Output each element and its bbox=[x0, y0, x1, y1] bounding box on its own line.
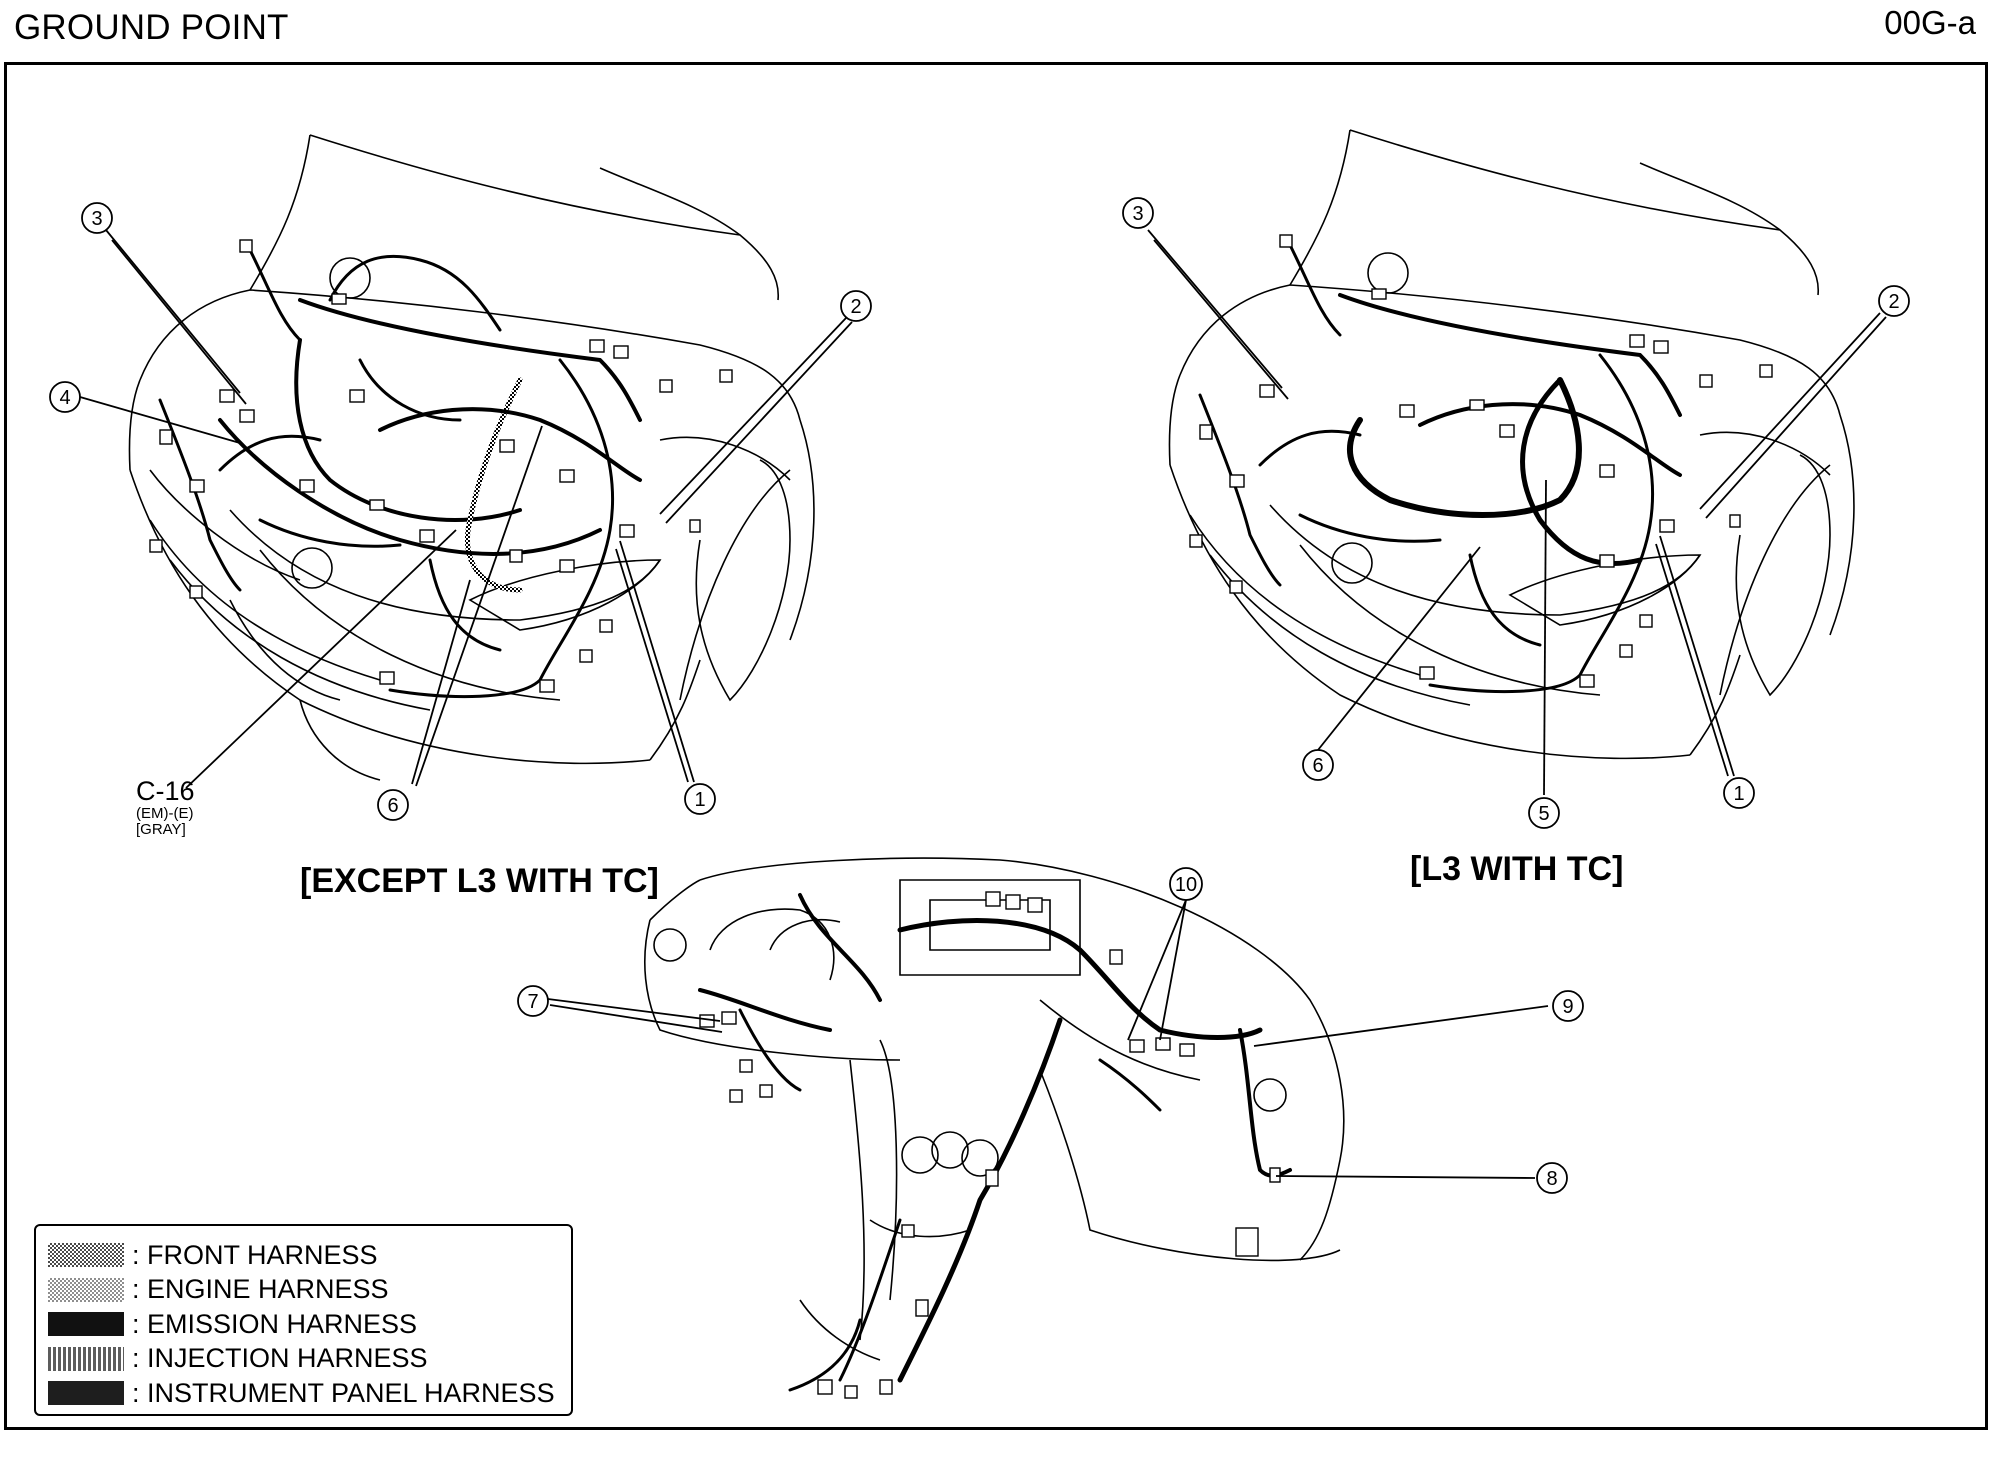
callout-number: 4 bbox=[59, 387, 70, 409]
legend-swatch bbox=[48, 1243, 124, 1268]
callout-number: 3 bbox=[91, 208, 102, 230]
callout-number: 6 bbox=[387, 795, 398, 817]
callout-number: 2 bbox=[1888, 291, 1899, 313]
callout-bubbles bbox=[49, 197, 1910, 1194]
legend-swatch bbox=[48, 1346, 124, 1371]
leader-lines bbox=[79, 229, 1887, 1179]
engine-bay-left bbox=[128, 134, 815, 781]
caption-l3-with-tc: [L3 WITH TC] bbox=[1410, 850, 1624, 888]
legend-item: : INSTRUMENT PANEL HARNESS bbox=[48, 1376, 571, 1411]
legend-label: : FRONT HARNESS bbox=[132, 1239, 378, 1270]
legend-swatch bbox=[48, 1381, 124, 1406]
callout-number: 7 bbox=[527, 991, 538, 1013]
engine-bay-right bbox=[1168, 129, 1855, 760]
connector-code: (EM)-(E) bbox=[136, 805, 194, 822]
callout-left-4 bbox=[49, 381, 81, 413]
callout-dash-9 bbox=[1552, 990, 1584, 1022]
connector-id: C-16 bbox=[136, 776, 195, 806]
connectors-left bbox=[149, 239, 733, 693]
page-title: GROUND POINT bbox=[14, 8, 289, 47]
diagram-frame bbox=[4, 62, 1988, 1430]
legend-item: : INJECTION HARNESS bbox=[48, 1342, 571, 1377]
harness-legend: : FRONT HARNESS : ENGINE HARNESS : EMISS… bbox=[34, 1224, 573, 1416]
caption-except-l3-with-tc: [EXCEPT L3 WITH TC] bbox=[300, 862, 659, 900]
callout-right-1 bbox=[1723, 777, 1755, 809]
callout-dash-10 bbox=[1169, 867, 1203, 901]
callout-left-6 bbox=[377, 789, 409, 821]
callout-number: 10 bbox=[1175, 874, 1197, 896]
callout-right-3 bbox=[1122, 197, 1154, 229]
legend-label: : INSTRUMENT PANEL HARNESS bbox=[132, 1377, 555, 1408]
callout-dash-8 bbox=[1536, 1162, 1568, 1194]
callout-right-2 bbox=[1878, 285, 1910, 317]
connectors-right bbox=[1189, 234, 1773, 688]
callout-number: 1 bbox=[694, 789, 705, 811]
harness-dash bbox=[698, 893, 1292, 1392]
callout-right-5 bbox=[1528, 797, 1560, 829]
callout-left-2 bbox=[840, 290, 872, 322]
connector-label: C-16 (EM)-(E) [GRAY] bbox=[136, 776, 195, 838]
legend-label: : INJECTION HARNESS bbox=[132, 1343, 428, 1374]
callout-right-6 bbox=[1302, 749, 1334, 781]
callout-left-1 bbox=[684, 783, 716, 815]
callout-number: 1 bbox=[1733, 783, 1744, 805]
legend-label: : ENGINE HARNESS bbox=[132, 1274, 389, 1305]
legend-swatch bbox=[48, 1312, 124, 1337]
callout-numbers: 3 4 2 1 6 3 2 6 5 1 7 10 9 8 bbox=[59, 203, 1899, 1190]
legend-item: : FRONT HARNESS bbox=[48, 1238, 571, 1273]
legend-item: : EMISSION HARNESS bbox=[48, 1307, 571, 1342]
callout-number: 2 bbox=[850, 296, 861, 318]
legend-item: : ENGINE HARNESS bbox=[48, 1273, 571, 1308]
dashboard bbox=[644, 857, 1345, 1361]
connector-color: [GRAY] bbox=[136, 821, 186, 838]
legend-label: : EMISSION HARNESS bbox=[132, 1308, 418, 1339]
callout-number: 3 bbox=[1132, 203, 1143, 225]
callout-number: 8 bbox=[1546, 1168, 1557, 1190]
callout-dash-7 bbox=[517, 985, 549, 1017]
callout-number: 9 bbox=[1562, 996, 1573, 1018]
connectors-dash bbox=[699, 891, 1281, 1399]
callout-number: 6 bbox=[1312, 755, 1323, 777]
callout-number: 5 bbox=[1538, 803, 1549, 825]
harness-left bbox=[158, 248, 642, 699]
legend-swatch bbox=[48, 1277, 124, 1302]
page-code: 00G-a bbox=[1884, 4, 1976, 41]
callout-left-3 bbox=[81, 202, 113, 234]
